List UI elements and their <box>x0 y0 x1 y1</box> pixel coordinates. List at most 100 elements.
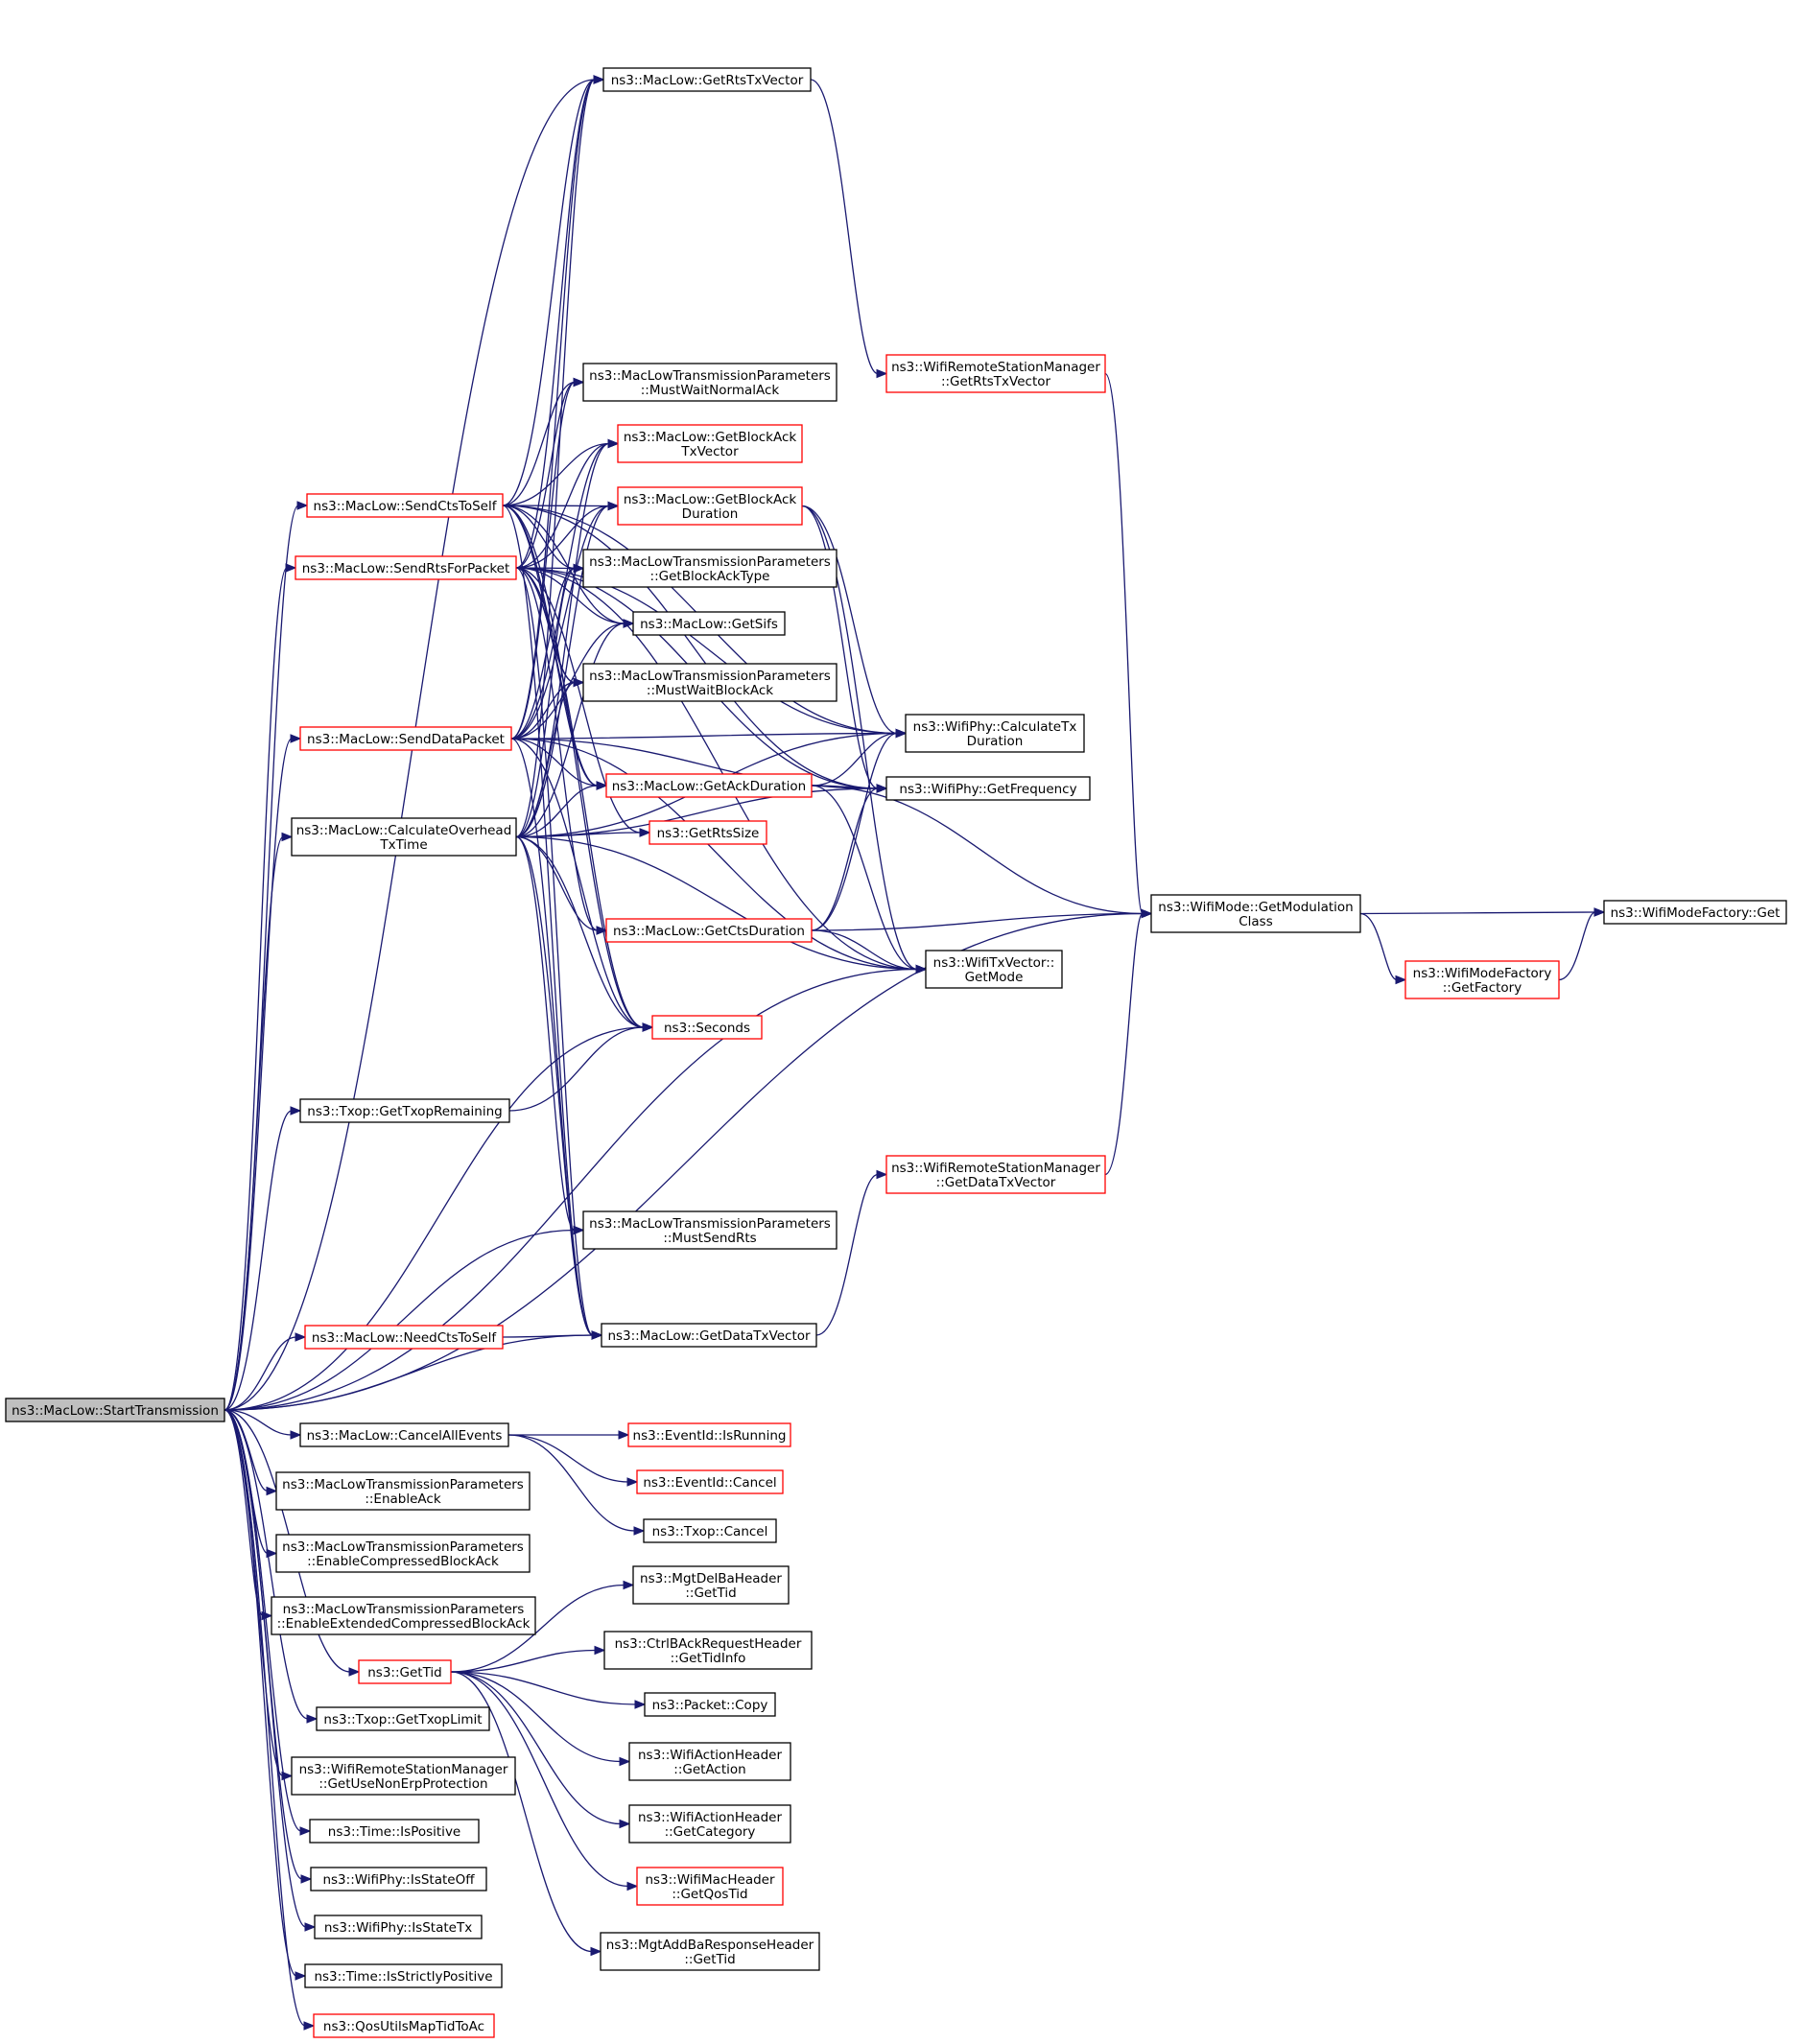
edge-sendData-to-getBATxV <box>510 442 610 740</box>
node-box <box>601 1323 817 1348</box>
node-label: Duration <box>967 734 1024 749</box>
node-wrsmRts[interactable]: ns3::WifiRemoteStationManager::GetRtsTxV… <box>885 354 1106 393</box>
node-ctrlTid[interactable]: ns3::CtrlBAckRequestHeader::GetTidInfo <box>603 1631 813 1670</box>
node-label: ns3::MacLowTransmissionParameters <box>283 1602 525 1617</box>
edge-arrowhead <box>596 781 608 790</box>
node-cancelAll[interactable]: ns3::MacLow::CancelAllEvents <box>299 1422 509 1447</box>
node-label: ns3::WifiMode::GetModulation <box>1158 900 1353 915</box>
node-label: Duration <box>682 506 739 522</box>
node-getNonErp[interactable]: ns3::WifiRemoteStationManager::GetUseNon… <box>291 1756 516 1796</box>
edge-arrowhead <box>295 1332 307 1342</box>
edge-sendData-to-mustWaitNA <box>510 381 576 740</box>
node-label: ns3::EventId::IsRunning <box>633 1428 787 1444</box>
node-getRtsSize[interactable]: ns3::GetRtsSize <box>649 820 767 845</box>
node-txopCancel[interactable]: ns3::Txop::Cancel <box>643 1518 777 1543</box>
node-evRunning[interactable]: ns3::EventId::IsRunning <box>627 1422 791 1447</box>
edges-layer <box>224 75 1606 2031</box>
edge-sendCts-to-getDataTxV <box>502 505 594 1336</box>
node-isOff[interactable]: ns3::WifiPhy::IsStateOff <box>310 1867 487 1891</box>
node-actHdrCat[interactable]: ns3::WifiActionHeader::GetCategory <box>628 1804 791 1844</box>
node-isTx[interactable]: ns3::WifiPhy::IsStateTx <box>314 1915 483 1939</box>
node-box <box>885 1155 1106 1194</box>
node-label: ns3::MacLow::GetRtsTxVector <box>611 73 804 88</box>
node-label: ns3::WifiMacHeader <box>645 1872 775 1888</box>
node-label: ::GetRtsTxVector <box>941 374 1051 389</box>
node-addBaTid[interactable]: ns3::MgtAddBaResponseHeader::GetTid <box>600 1932 820 1971</box>
edge-getTid-to-addBaTid <box>450 1671 593 1953</box>
edge-sendCts-to-getBAType <box>502 505 576 570</box>
edge-arrowhead <box>590 1946 602 1957</box>
node-box <box>617 424 803 463</box>
node-label: ns3::MacLow::SendCtsToSelf <box>314 499 498 514</box>
node-sendRts[interactable]: ns3::MacLow::SendRtsForPacket <box>295 555 517 580</box>
node-mustSendRts[interactable]: ns3::MacLowTransmissionParameters::MustS… <box>582 1210 838 1250</box>
node-getRtsTxV[interactable]: ns3::MacLow::GetRtsTxVector <box>602 67 812 92</box>
edge-sendCts-to-getFreq <box>502 505 879 789</box>
edge-getCtsDur-to-getFreq <box>811 787 879 931</box>
node-getTxopLim[interactable]: ns3::Txop::GetTxopLimit <box>316 1706 490 1731</box>
edge-sendCts-to-seconds <box>502 505 645 1028</box>
node-seconds[interactable]: ns3::Seconds <box>651 1015 763 1040</box>
edge-arrowhead <box>285 563 297 573</box>
node-mustWaitBA[interactable]: ns3::MacLowTransmissionParameters::MustW… <box>582 663 838 702</box>
edge-getBADur-to-getMode <box>801 505 918 971</box>
node-getSifs[interactable]: ns3::MacLow::GetSifs <box>632 611 786 636</box>
node-getCtsDur[interactable]: ns3::MacLow::GetCtsDuration <box>605 918 813 943</box>
edge-sendRts-to-getAckDur <box>515 567 599 787</box>
node-label: ns3::WifiActionHeader <box>638 1748 782 1763</box>
node-macQos[interactable]: ns3::WifiMacHeader::GetQosTid <box>636 1867 784 1906</box>
node-box <box>636 1469 784 1494</box>
node-label: ns3::MacLow::SendDataPacket <box>307 732 505 747</box>
node-needCts[interactable]: ns3::MacLow::NeedCtsToSelf <box>304 1325 504 1350</box>
node-actHdrAct[interactable]: ns3::WifiActionHeader::GetAction <box>628 1742 791 1781</box>
node-box <box>1404 960 1560 999</box>
edge-arrowhead <box>623 619 635 628</box>
node-box <box>275 1471 531 1511</box>
node-isPos[interactable]: ns3::Time::IsPositive <box>309 1819 480 1844</box>
node-label: ns3::Txop::GetTxopLimit <box>323 1712 482 1727</box>
node-pktCopy[interactable]: ns3::Packet::Copy <box>644 1692 776 1717</box>
node-wrsmData[interactable]: ns3::WifiRemoteStationManager::GetDataTx… <box>885 1155 1106 1194</box>
node-box <box>306 493 504 518</box>
node-getMode[interactable]: ns3::WifiTxVector::GetMode <box>925 950 1063 989</box>
node-sendData[interactable]: ns3::MacLow::SendDataPacket <box>299 726 512 751</box>
node-getDataTxV[interactable]: ns3::MacLow::GetDataTxVector <box>601 1323 817 1348</box>
node-label: ns3::MacLow::StartTransmission <box>12 1403 219 1419</box>
edge-sendRts-to-getBADur <box>515 505 610 569</box>
edge-getTid-to-pktCopy <box>450 1671 637 1705</box>
node-isStrict[interactable]: ns3::Time::IsStrictlyPositive <box>304 1963 503 1988</box>
node-label: ::GetTidInfo <box>671 1651 746 1666</box>
node-label: TxVector <box>680 444 739 459</box>
node-evCancel[interactable]: ns3::EventId::Cancel <box>636 1469 784 1494</box>
node-enableCBA[interactable]: ns3::MacLowTransmissionParameters::Enabl… <box>275 1534 531 1573</box>
node-qosMap[interactable]: ns3::QosUtilsMapTidToAc <box>313 2013 495 2038</box>
node-label: ns3::WifiTxVector:: <box>933 955 1055 971</box>
node-factory[interactable]: ns3::WifiModeFactory::GetFactory <box>1404 960 1560 999</box>
node-box <box>605 918 813 943</box>
node-getBAType[interactable]: ns3::MacLowTransmissionParameters::GetBl… <box>582 549 838 588</box>
node-mustWaitNA[interactable]: ns3::MacLowTransmissionParameters::MustW… <box>582 363 838 402</box>
node-getTid[interactable]: ns3::GetTid <box>358 1659 452 1684</box>
edge-arrowhead <box>593 75 605 84</box>
edge-arrowhead <box>1395 975 1407 985</box>
edge-needCts-to-getDataTxV <box>502 1334 594 1338</box>
node-enableECBA[interactable]: ns3::MacLowTransmissionParameters::Enabl… <box>271 1596 536 1635</box>
node-getTxopRem[interactable]: ns3::Txop::GetTxopRemaining <box>299 1098 510 1123</box>
node-start[interactable]: ns3::MacLow::StartTransmission <box>5 1398 225 1422</box>
node-sendCts[interactable]: ns3::MacLow::SendCtsToSelf <box>306 493 504 518</box>
node-enableAck[interactable]: ns3::MacLowTransmissionParameters::Enabl… <box>275 1471 531 1511</box>
node-label: ns3::MacLowTransmissionParameters <box>282 1539 524 1555</box>
node-box <box>636 1867 784 1906</box>
edge-arrowhead <box>876 1169 888 1180</box>
node-getAckDur[interactable]: ns3::MacLow::GetAckDuration <box>605 773 813 798</box>
node-getFreq[interactable]: ns3::WifiPhy::GetFrequency <box>885 776 1091 801</box>
node-label: ns3::MacLow::GetBlockAck <box>624 492 797 507</box>
edge-start-to-needCts <box>224 1336 297 1411</box>
node-delBaTid[interactable]: ns3::MgtDelBaHeader::GetTid <box>632 1565 790 1605</box>
node-factGet[interactable]: ns3::WifiModeFactory::Get <box>1603 900 1787 925</box>
